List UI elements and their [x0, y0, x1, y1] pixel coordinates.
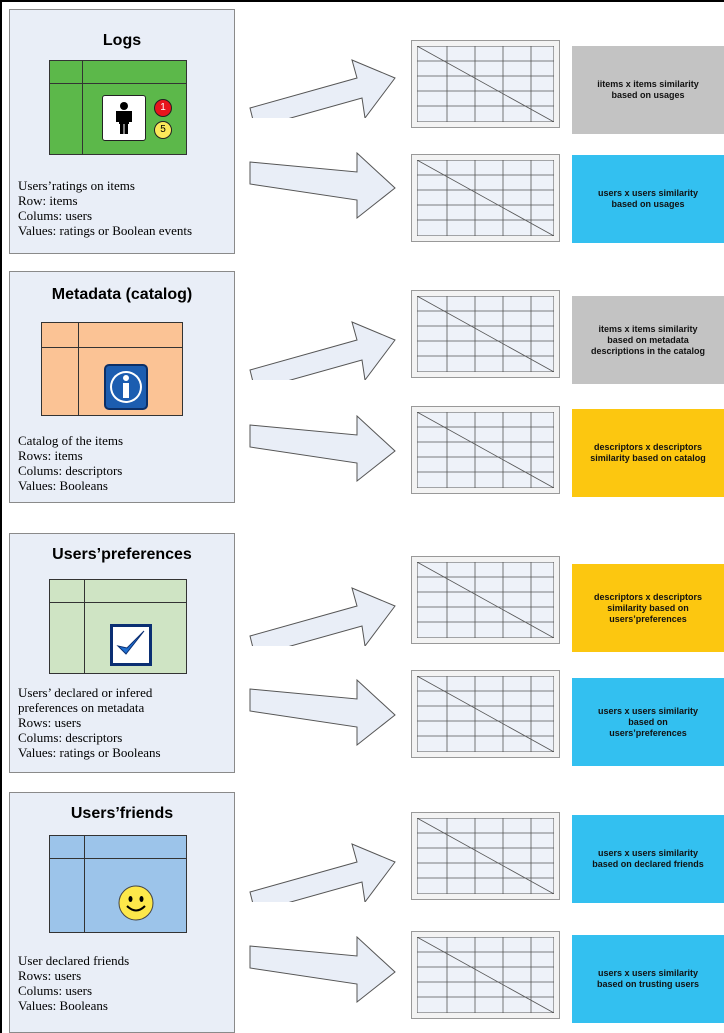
panel-logs: Logs 1 5 Users’ratings on items Row: ite… [9, 9, 235, 254]
matrix-diagonal [417, 818, 554, 894]
rating-badge-red: 1 [154, 99, 172, 117]
similarity-matrix [411, 154, 560, 242]
panel-title: Users’preferences [52, 546, 192, 563]
similarity-matrix [411, 406, 560, 494]
similarity-matrix [411, 290, 560, 378]
smiley-icon [117, 884, 155, 922]
preferences-matrix-icon [49, 579, 187, 674]
output-label: iitems x items similarity based on usage… [572, 46, 724, 134]
panel-title: Logs [102, 32, 142, 49]
panel-title: Metadata (catalog) [51, 286, 193, 303]
arrow-icon [249, 678, 396, 747]
logs-matrix-icon: 1 5 [49, 60, 187, 155]
similarity-matrix [411, 40, 560, 128]
arrow-icon [249, 414, 396, 483]
similarity-matrix [411, 670, 560, 758]
panel-title: Users’friends [70, 805, 174, 822]
info-icon [104, 364, 148, 410]
matrix-diagonal [417, 46, 554, 122]
arrow-icon [249, 843, 396, 902]
arrow-icon [249, 151, 396, 220]
panel-users-preferences: Users’preferences Users’ declared or inf… [9, 533, 235, 773]
metadata-matrix-icon [41, 322, 183, 416]
output-label: descriptors x descriptors similarity bas… [572, 564, 724, 652]
similarity-matrix [411, 556, 560, 644]
arrow-icon [249, 59, 396, 118]
matrix-diagonal [417, 296, 554, 372]
arrow-icon [249, 935, 396, 1004]
output-label: users x users similarity based on users’… [572, 678, 724, 766]
panel-description: Users’ratings on items Row: items Colums… [18, 178, 193, 238]
matrix-diagonal [417, 562, 554, 638]
panel-description: User declared friends Rows: users Colums… [18, 953, 130, 1013]
output-label: users x users similarity based on trusti… [572, 935, 724, 1023]
person-icon [102, 95, 146, 141]
similarity-matrix [411, 931, 560, 1019]
output-label: users x users similarity based on declar… [572, 815, 724, 903]
matrix-diagonal [417, 160, 554, 236]
panel-users-friends: Users’friends User declared friends Rows… [9, 792, 235, 1033]
panel-description: Catalog of the items Rows: items Colums:… [18, 433, 124, 493]
matrix-diagonal [417, 676, 554, 752]
matrix-diagonal [417, 412, 554, 488]
arrow-icon [249, 587, 396, 646]
output-label: items x items similarity based on metada… [572, 296, 724, 384]
similarity-matrix [411, 812, 560, 900]
output-label: users x users similarity based on usages [572, 155, 724, 243]
panel-metadata: Metadata (catalog) Catalog of the items … [9, 271, 235, 503]
rating-badge-yellow: 5 [154, 121, 172, 139]
panel-description: Users’ declared or infered preferences o… [18, 685, 161, 760]
arrow-icon [249, 321, 396, 380]
matrix-diagonal [417, 937, 554, 1013]
friends-matrix-icon [49, 835, 187, 933]
output-label: descriptors x descriptors similarity bas… [572, 409, 724, 497]
checkmark-icon [110, 624, 152, 666]
